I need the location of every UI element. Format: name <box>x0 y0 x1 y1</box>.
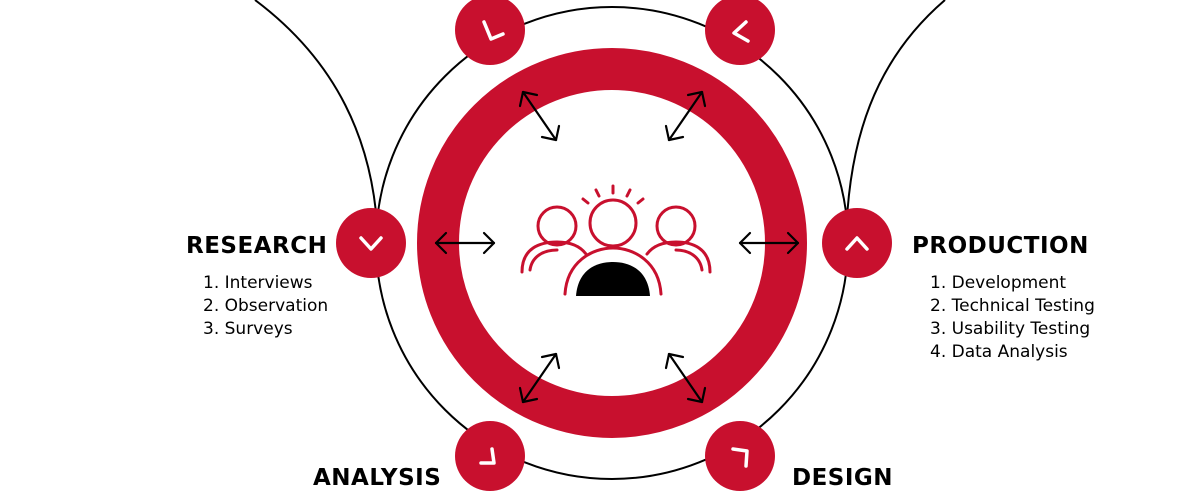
chevron-up-icon <box>845 236 869 251</box>
double-arrow-icon <box>518 90 561 142</box>
list-item: 2. Observation <box>203 296 329 316</box>
node-top-right <box>705 0 775 65</box>
design-title: DESIGN <box>792 465 894 491</box>
research-title: RESEARCH <box>186 233 328 259</box>
list-item: 4. Data Analysis <box>930 342 1068 362</box>
left-outer-curve <box>254 0 379 243</box>
list-item: 1. Interviews <box>203 273 313 293</box>
node-top-left <box>455 0 525 65</box>
chevron-icon <box>482 20 505 41</box>
list-item: 2. Technical Testing <box>930 296 1095 316</box>
chevron-down-icon <box>359 236 383 251</box>
list-item: 1. Development <box>930 273 1067 293</box>
connector-arrows <box>434 90 800 404</box>
node-design <box>705 421 775 491</box>
node-analysis <box>455 421 525 491</box>
list-item: 3. Surveys <box>203 319 293 339</box>
right-outer-curve <box>845 0 946 243</box>
chevron-icon <box>479 447 496 465</box>
chevron-icon <box>731 447 749 468</box>
chevron-icon <box>732 20 750 43</box>
analysis-title: ANALYSIS <box>313 465 442 491</box>
node-production <box>822 208 892 278</box>
production-list: 1. Development 2. Technical Testing 3. U… <box>930 272 1095 364</box>
list-item: 3. Usability Testing <box>930 319 1091 339</box>
double-arrow-icon <box>664 352 707 404</box>
double-arrow-icon <box>518 352 561 404</box>
production-title: PRODUCTION <box>912 233 1089 259</box>
team-group-icon <box>520 184 712 296</box>
node-research <box>336 208 406 278</box>
double-arrow-icon <box>738 231 800 255</box>
double-arrow-icon <box>664 90 707 142</box>
double-arrow-icon <box>434 231 496 255</box>
research-list: 1. Interviews 2. Observation 3. Surveys <box>203 272 328 341</box>
